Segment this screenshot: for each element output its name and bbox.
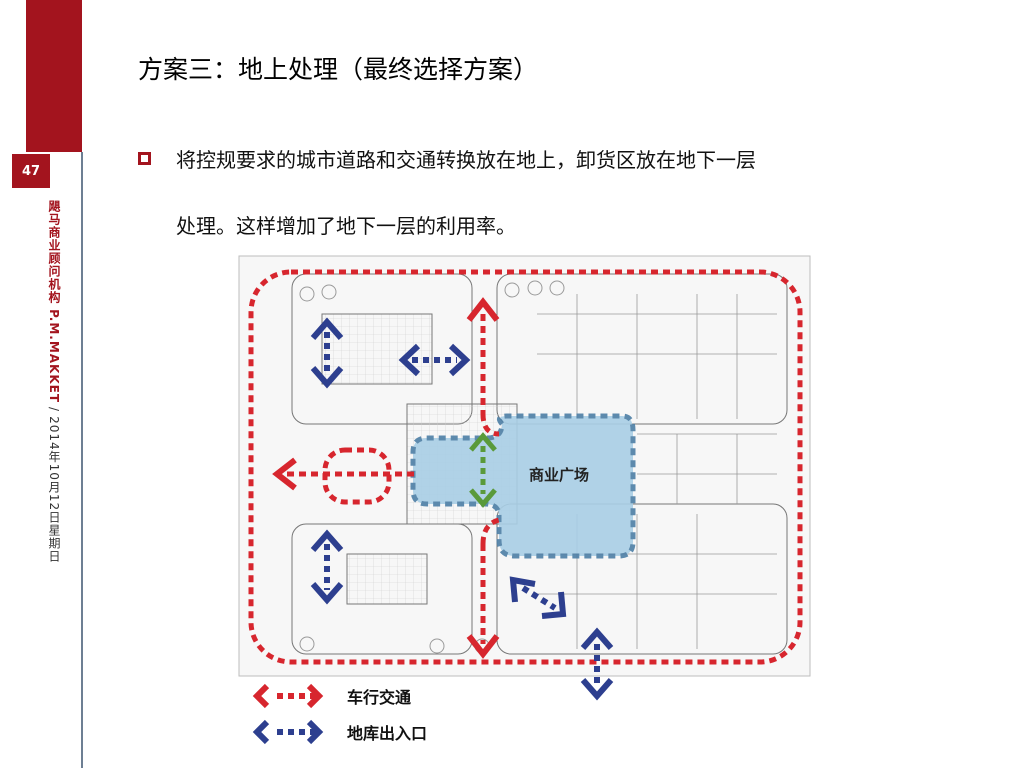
page-number: 47: [10, 152, 52, 190]
legend-parking-arrow-icon: [252, 719, 324, 745]
legend: 车行交通 地库出入口: [252, 683, 427, 745]
pedestrian-arrow: [469, 432, 497, 508]
org-name: 飓马商业顾问机构 P.M.MAKKET: [47, 200, 61, 404]
footer-date: 2014年10月12日星期日: [47, 416, 61, 564]
footer-separator: /: [47, 407, 61, 413]
parking-entrance-arrows: [310, 317, 614, 701]
top-accent-bar: [26, 0, 82, 152]
legend-traffic-arrow-icon: [252, 683, 324, 709]
plaza-label: 商业广场: [529, 466, 589, 484]
legend-parking-label: 地库出入口: [347, 724, 427, 743]
side-footer: 飓马商业顾问机构 P.M.MAKKET / 2014年10月12日星期日: [46, 200, 63, 563]
commercial-plaza-area: [410, 413, 636, 559]
bullet-text-line-1: 将控规要求的城市道路和交通转换放在地上，卸货区放在地下一层: [176, 148, 756, 172]
traffic-arrow-heads: [272, 297, 500, 659]
legend-traffic-label: 车行交通: [347, 688, 411, 707]
slide-title: 方案三：地上处理（最终选择方案）: [138, 55, 539, 84]
bullet-text-line-2: 处理。这样增加了地下一层的利用率。: [176, 214, 516, 238]
site-plan-diagram: 商业广场 车行交通: [237, 254, 812, 748]
left-divider-line: [81, 152, 83, 768]
vehicle-traffic-routes: [248, 269, 803, 665]
square-bullet-icon: [138, 152, 151, 165]
